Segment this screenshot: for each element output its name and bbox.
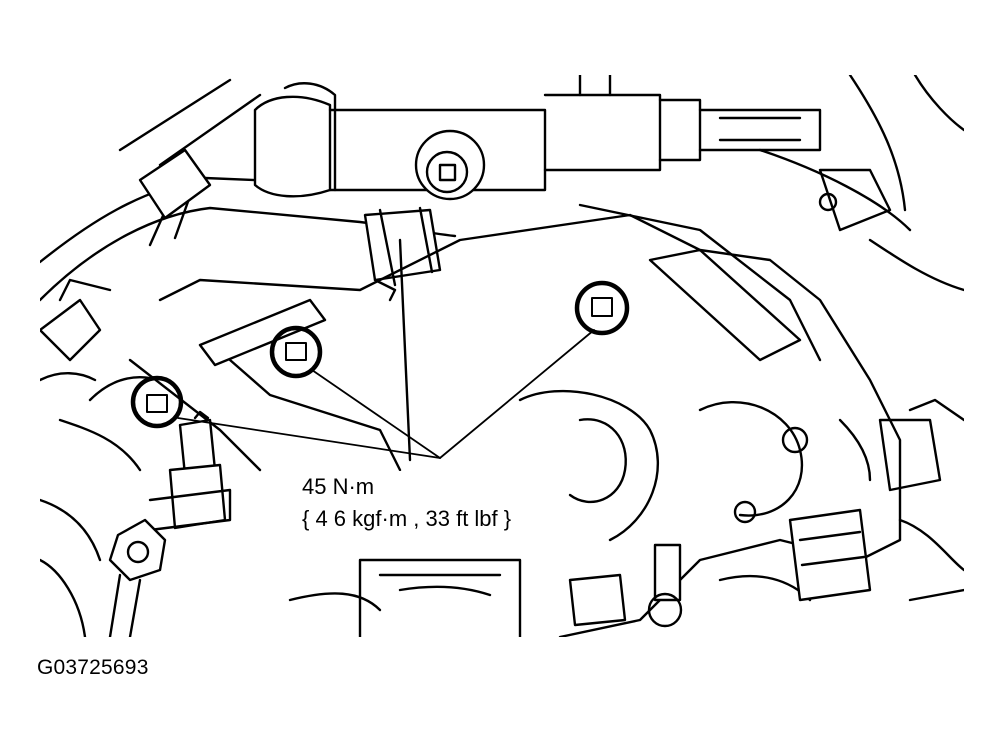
lower-cylinder xyxy=(288,558,522,637)
bolt-center xyxy=(269,325,323,379)
left-sensor xyxy=(108,410,232,637)
torque-spec-label: 45 N·m { 4 6 kgf·m , 33 ft lbf } xyxy=(300,471,516,535)
top-right-connector xyxy=(698,75,964,292)
main-housing xyxy=(158,203,902,637)
top-tube xyxy=(253,75,702,201)
torque-value-metric: 45 N·m xyxy=(302,474,375,499)
bolt-left xyxy=(130,375,184,429)
torque-value-alternate: { 4 6 kgf·m , 33 ft lbf } xyxy=(302,506,512,531)
lower-left-parts xyxy=(40,278,112,637)
figure-id: G03725693 xyxy=(37,656,149,679)
lower-right-parts xyxy=(568,398,964,628)
callout-bolts xyxy=(130,280,630,429)
leader-lines xyxy=(177,329,595,459)
bolt-right xyxy=(574,280,630,336)
